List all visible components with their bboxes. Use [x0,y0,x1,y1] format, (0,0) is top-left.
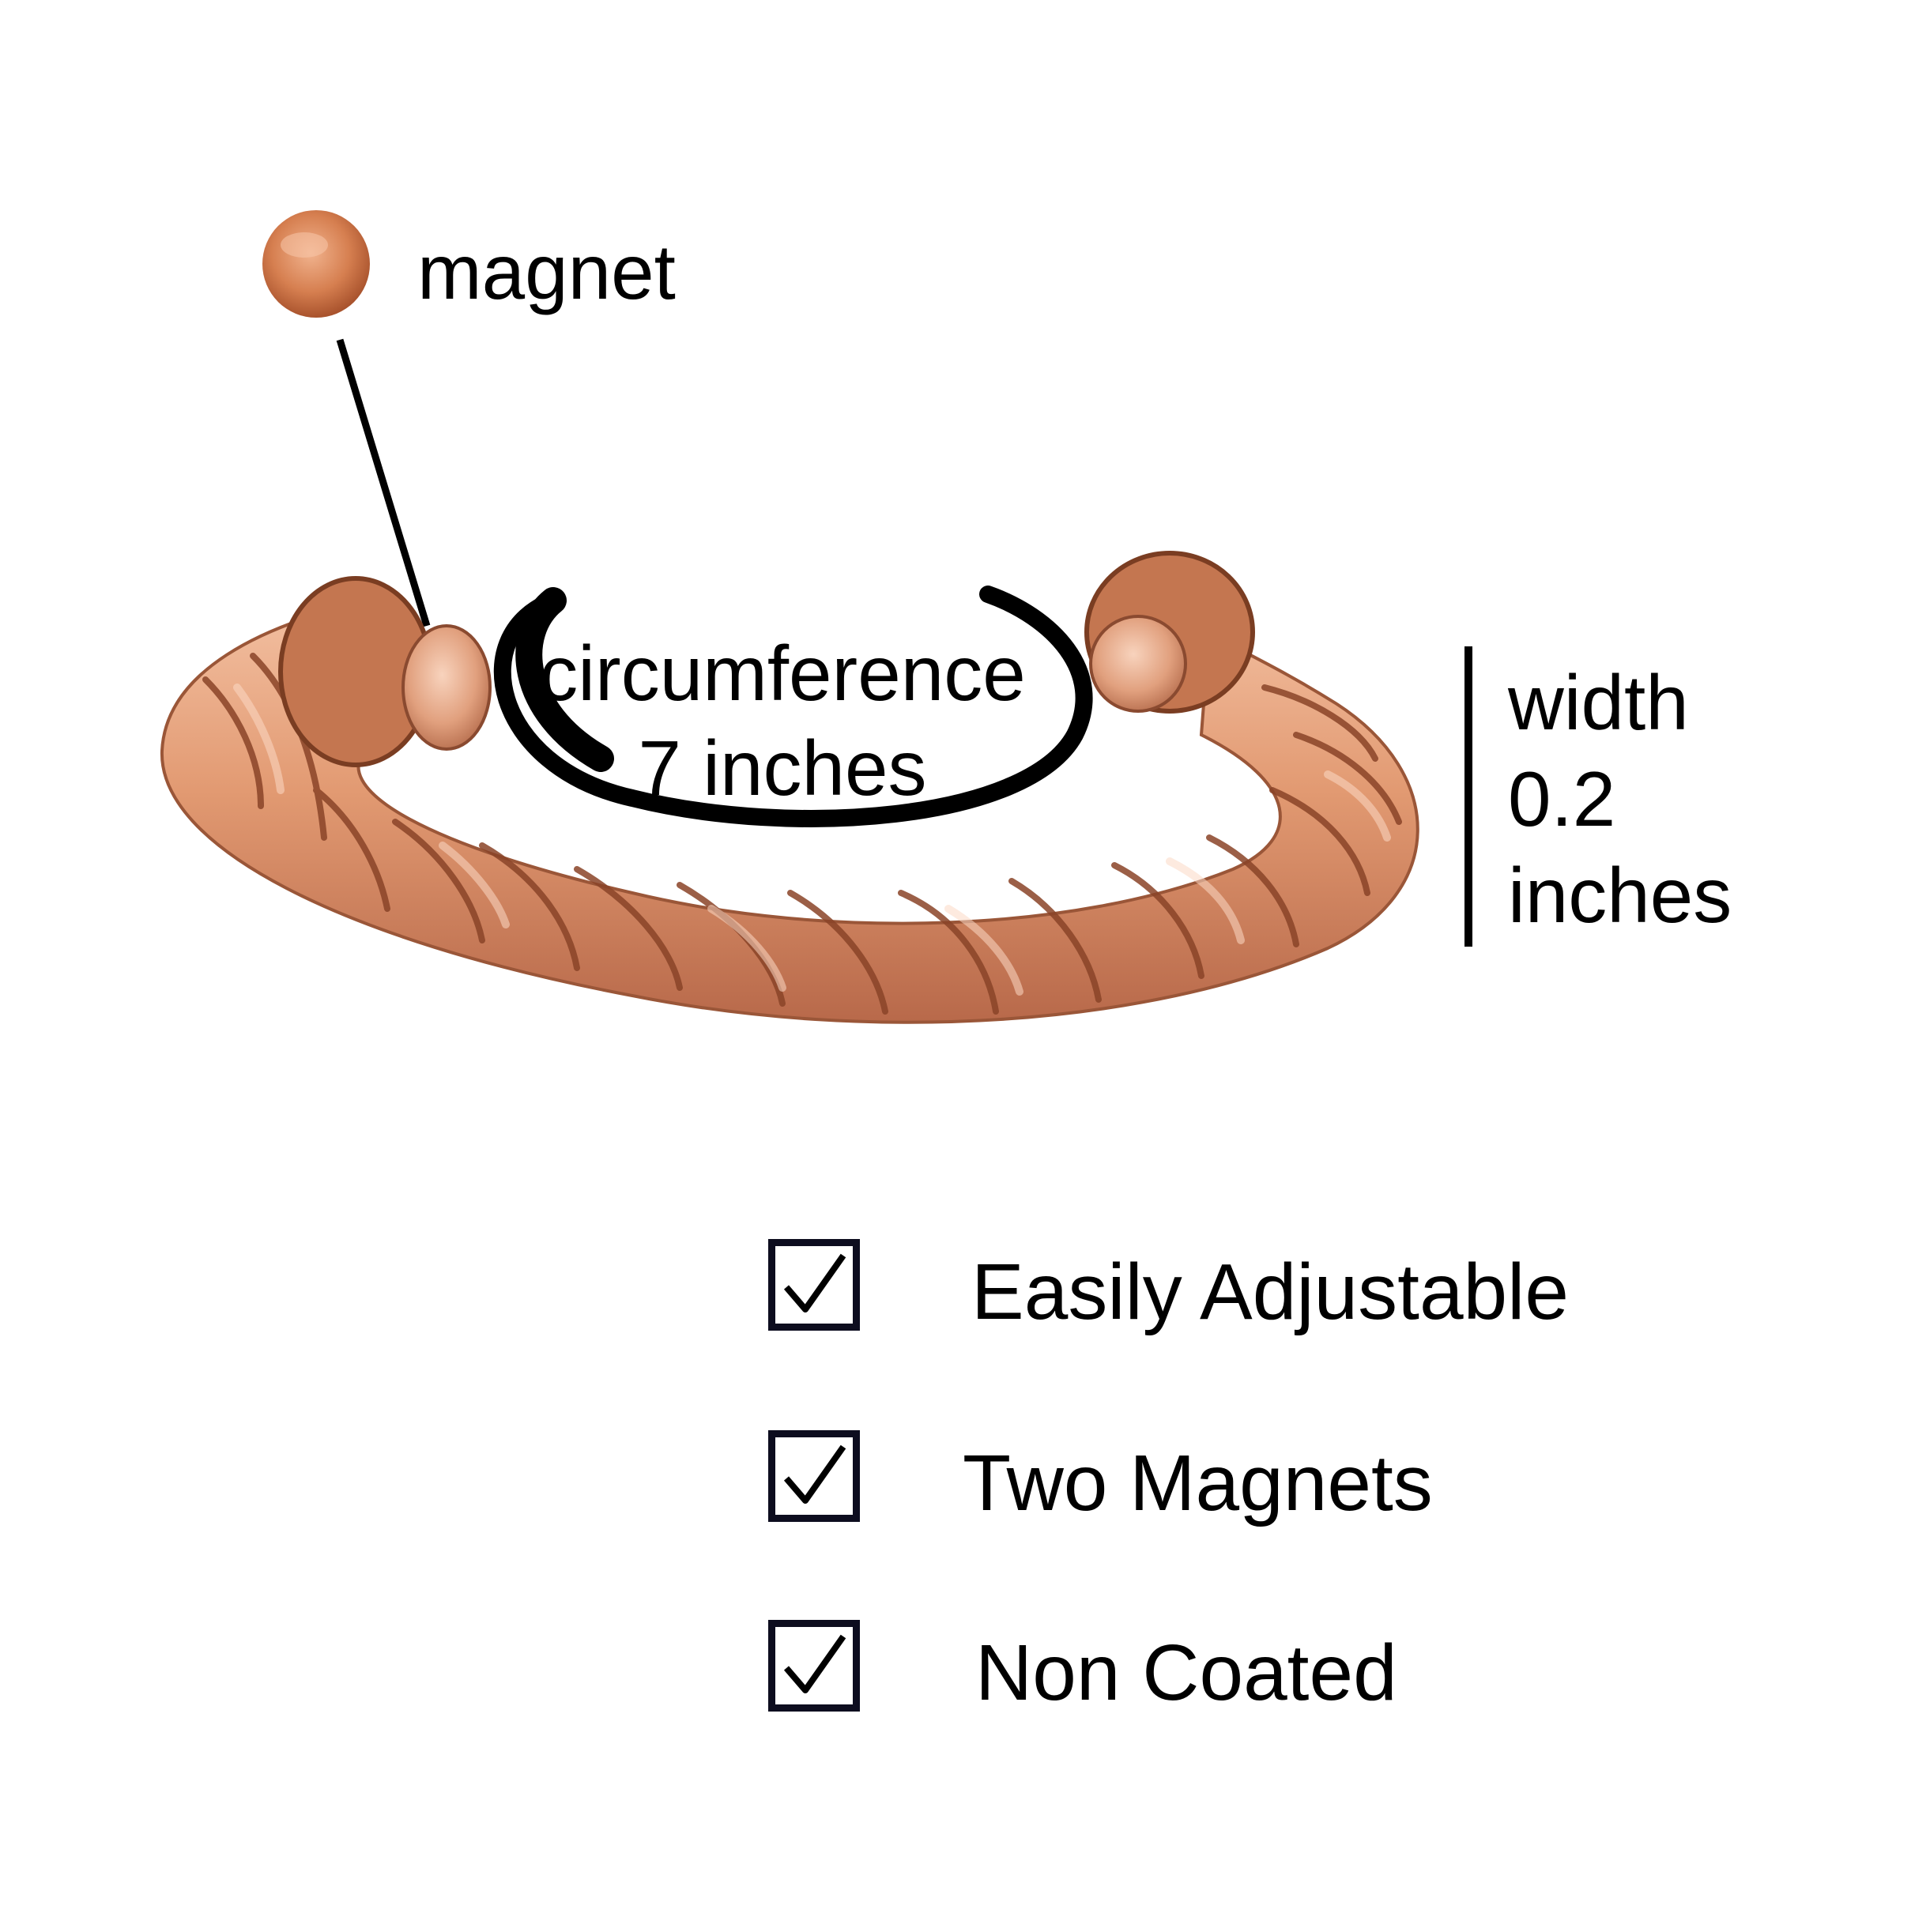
circumference-ellipse [493,586,1093,827]
feature-item-non-coated: Non Coated [768,1620,1717,1724]
circumference-label: circumference 7 inches [506,626,1059,815]
width-value: 0.2 [1508,755,1616,842]
feature-text: Non Coated [975,1629,1397,1717]
circumference-title: circumference [539,630,1026,717]
width-title: width [1508,659,1689,746]
feature-item-magnets: Two Magnets [768,1430,1717,1535]
copper-bracelet [160,551,1419,1024]
magnet-sample-icon [262,210,370,318]
magnet-leader-line [336,338,431,627]
feature-text: Two Magnets [963,1439,1433,1527]
width-label: width 0.2 inches [1508,654,1732,943]
check-icon [783,1444,846,1504]
checkbox [768,1239,860,1331]
check-icon [783,1634,846,1693]
check-icon [783,1253,846,1312]
feature-item-adjustable: Easily Adjustable [768,1239,1717,1343]
checkbox [768,1430,860,1522]
circumference-value: 7 inches [638,725,927,812]
width-unit: inches [1508,852,1732,939]
magnet-label: magnet [417,228,676,315]
feature-text: Easily Adjustable [971,1248,1570,1336]
checkbox [768,1620,860,1712]
